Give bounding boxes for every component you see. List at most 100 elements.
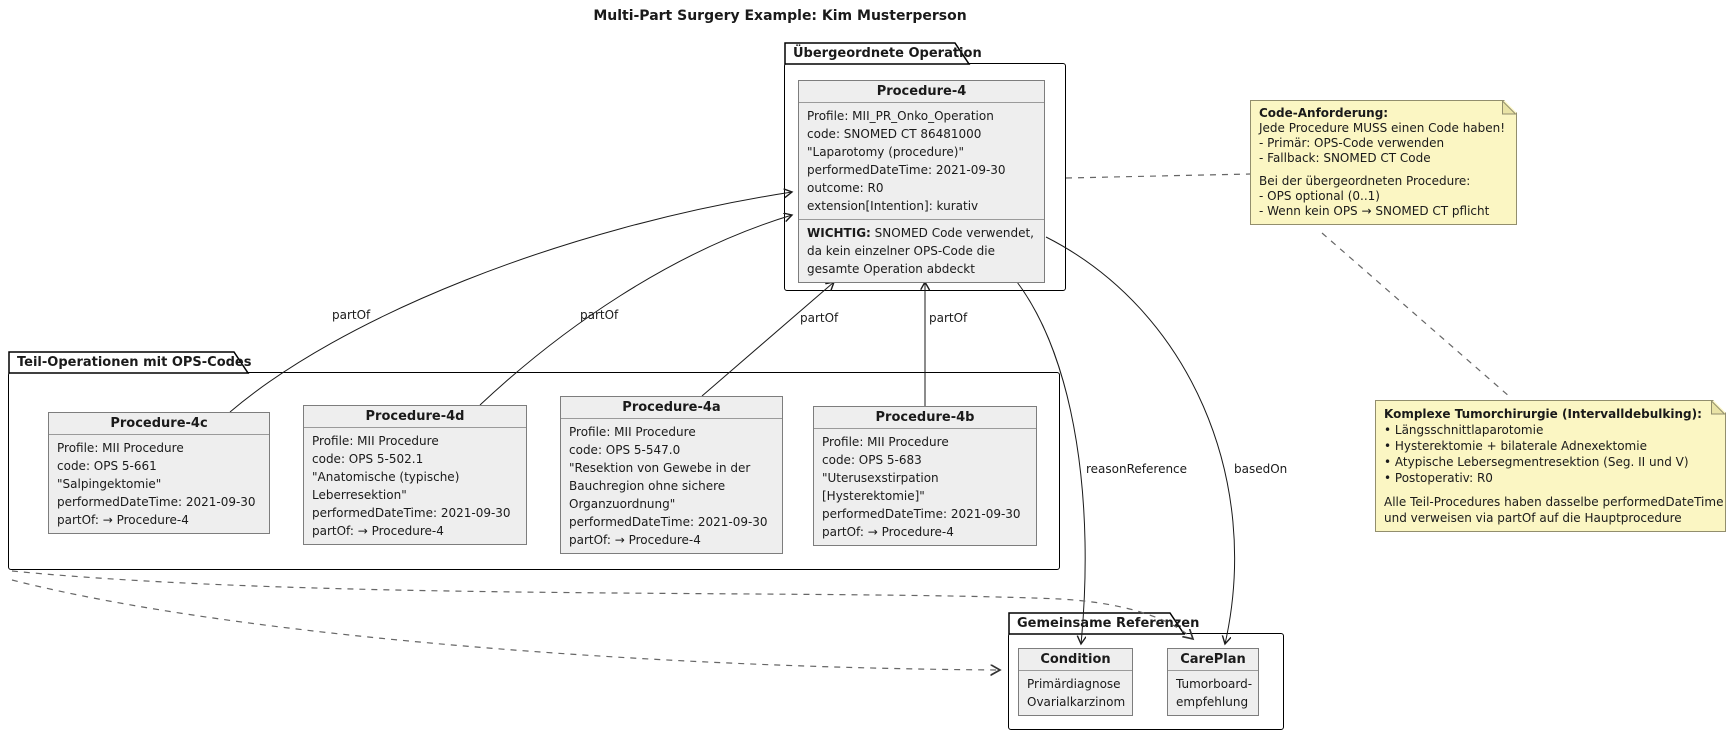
attribute-line: performedDateTime: 2021-09-30 <box>822 507 1021 521</box>
class-condition: Condition Primärdiagnose Ovarialkarzinom <box>1018 648 1133 716</box>
class-title: Procedure-4c <box>49 413 269 435</box>
note-line: - Wenn kein OPS → SNOMED CT pflicht <box>1259 204 1490 218</box>
wichtig-text: da kein einzelner OPS-Code die <box>807 244 996 258</box>
attribute-line: Profile: MII Procedure <box>57 441 184 455</box>
note-line: - Fallback: SNOMED CT Code <box>1259 151 1431 165</box>
package-tab-shape <box>8 351 250 374</box>
attribute-line: extension[Intention]: kurativ <box>807 199 979 213</box>
note-line: Bei der übergeordneten Procedure: <box>1259 174 1471 188</box>
attribute-line: empfehlung <box>1176 695 1249 709</box>
attribute-line: code: OPS 5-502.1 <box>312 452 424 466</box>
attribute-line: code: SNOMED CT 86481000 <box>807 127 982 141</box>
class-note-compartment: WICHTIG: SNOMED Code verwendet, da kein … <box>799 219 1044 282</box>
attribute-line: outcome: R0 <box>807 181 884 195</box>
edge-reasonreference-procedure4-to-condition <box>1013 277 1085 644</box>
edge-label-reasonreference: reasonReference <box>1086 462 1188 476</box>
attribute-line: Tumorboard- <box>1176 677 1253 691</box>
note-komplexe-tumorchirurgie: Komplexe Tumorchirurgie (Intervalldebulk… <box>1375 400 1726 532</box>
class-title: Condition <box>1019 649 1132 671</box>
class-title: Procedure-4d <box>304 406 526 428</box>
edge-notelink-procedure4-to-code-note <box>1065 173 1251 179</box>
class-title: Procedure-4b <box>814 407 1036 429</box>
package-tab-shape <box>784 42 971 65</box>
class-title: CarePlan <box>1168 649 1258 671</box>
note-line: und verweisen via partOf auf die Hauptpr… <box>1384 511 1682 525</box>
edge-dashed-teiloperationen-to-condition <box>11 579 1000 670</box>
class-title: Procedure-4a <box>561 397 782 419</box>
note-fold-icon <box>1711 401 1725 415</box>
class-title: Procedure-4 <box>799 81 1044 103</box>
note-fold-icon <box>1502 101 1516 115</box>
class-attributes: Profile: MII Procedure code: OPS 5-547.0… <box>561 419 782 553</box>
edge-label-partof-1: partOf <box>332 308 371 322</box>
attribute-line: partOf: → Procedure-4 <box>569 533 701 547</box>
wichtig-text: SNOMED Code verwendet, <box>870 226 1034 240</box>
note-line: • Längsschnittlaparotomie <box>1384 423 1544 437</box>
class-careplan: CarePlan Tumorboard- empfehlung <box>1167 648 1259 716</box>
note-line: Komplexe Tumorchirurgie (Intervalldebulk… <box>1384 407 1702 421</box>
attribute-line: "Resektion von Gewebe in der <box>569 461 751 475</box>
attribute-line: performedDateTime: 2021-09-30 <box>569 515 768 529</box>
attribute-line: Profile: MII Procedure <box>569 425 696 439</box>
attribute-line: "Laparotomy (procedure)" <box>807 145 964 159</box>
note-line: • Postoperativ: R0 <box>1384 471 1493 485</box>
edge-basedon-procedure4-to-careplan <box>1045 236 1236 644</box>
package-label-gemeinsame-referenzen: Gemeinsame Referenzen <box>1017 616 1200 631</box>
note-line: - OPS optional (0..1) <box>1259 189 1380 203</box>
note-line: • Atypische Lebersegmentresektion (Seg. … <box>1384 455 1689 469</box>
attribute-line: "Uterusexstirpation <box>822 471 939 485</box>
attribute-line: "Anatomische (typische) <box>312 470 460 484</box>
attribute-line: Profile: MII_PR_Onko_Operation <box>807 109 994 123</box>
attribute-line: Primärdiagnose <box>1027 677 1121 691</box>
attribute-line: "Salpingektomie" <box>57 477 162 491</box>
edge-partof-4c-to-procedure4 <box>229 192 792 413</box>
edge-notelink-code-note-to-tumor-note <box>1321 232 1511 398</box>
attribute-line: performedDateTime: 2021-09-30 <box>807 163 1006 177</box>
attribute-line: Ovarialkarzinom <box>1027 695 1126 709</box>
attribute-line: code: OPS 5-661 <box>57 459 157 473</box>
note-line: Code-Anforderung: <box>1259 106 1389 120</box>
attribute-line: code: OPS 5-547.0 <box>569 443 681 457</box>
note-line <box>1384 486 1717 494</box>
edge-partof-4d-to-procedure4 <box>479 215 792 406</box>
package-label-teil-operationen: Teil-Operationen mit OPS-Codes <box>17 355 252 370</box>
edge-label-partof-4: partOf <box>929 311 968 325</box>
class-procedure-4: Procedure-4 Profile: MII_PR_Onko_Operati… <box>798 80 1045 283</box>
diagram-title: Multi-Part Surgery Example: Kim Musterpe… <box>593 8 967 24</box>
class-attributes: Profile: MII Procedure code: OPS 5-683 "… <box>814 429 1036 545</box>
class-procedure-4b: Procedure-4b Profile: MII Procedure code… <box>813 406 1037 546</box>
note-code-anforderung: Code-Anforderung: Jede Procedure MUSS ei… <box>1250 100 1517 225</box>
wichtig-label: WICHTIG: <box>807 226 871 240</box>
edge-dashed-teiloperationen-to-careplan <box>11 570 1193 639</box>
note-line: Jede Procedure MUSS einen Code haben! <box>1259 121 1506 135</box>
wichtig-text: gesamte Operation abdeckt <box>807 262 975 276</box>
note-line: Alle Teil-Procedures haben dasselbe perf… <box>1384 495 1724 509</box>
edge-label-basedon: basedOn <box>1234 462 1288 476</box>
attribute-line: partOf: → Procedure-4 <box>822 525 954 539</box>
class-procedure-4d: Procedure-4d Profile: MII Procedure code… <box>303 405 527 545</box>
attribute-line: partOf: → Procedure-4 <box>312 524 444 538</box>
attribute-line: performedDateTime: 2021-09-30 <box>57 495 256 509</box>
class-procedure-4c: Procedure-4c Profile: MII Procedure code… <box>48 412 270 534</box>
class-attributes: Profile: MII Procedure code: OPS 5-502.1… <box>304 428 526 544</box>
note-line <box>1259 166 1508 174</box>
attribute-line: Bauchregion ohne sichere <box>569 479 726 493</box>
edge-label-partof-2: partOf <box>580 308 619 322</box>
attribute-line: Leberresektion" <box>312 488 407 502</box>
class-attributes: Tumorboard- empfehlung <box>1168 671 1258 715</box>
attribute-line: Organzuordnung" <box>569 497 676 511</box>
attribute-line: Profile: MII Procedure <box>822 435 949 449</box>
attribute-line: partOf: → Procedure-4 <box>57 513 189 527</box>
class-attributes: Primärdiagnose Ovarialkarzinom <box>1019 671 1132 715</box>
attribute-line: performedDateTime: 2021-09-30 <box>312 506 511 520</box>
edge-label-partof-3: partOf <box>800 311 839 325</box>
class-procedure-4a: Procedure-4a Profile: MII Procedure code… <box>560 396 783 554</box>
note-line: • Hysterektomie + bilaterale Adnexektomi… <box>1384 439 1647 453</box>
attribute-line: code: OPS 5-683 <box>822 453 922 467</box>
class-attributes: Profile: MII Procedure code: OPS 5-661 "… <box>49 435 269 533</box>
attribute-line: [Hysterektomie]" <box>822 489 925 503</box>
package-label-uebergeordnete-operation: Übergeordnete Operation <box>793 46 982 61</box>
class-attributes: Profile: MII_PR_Onko_Operation code: SNO… <box>799 103 1044 219</box>
